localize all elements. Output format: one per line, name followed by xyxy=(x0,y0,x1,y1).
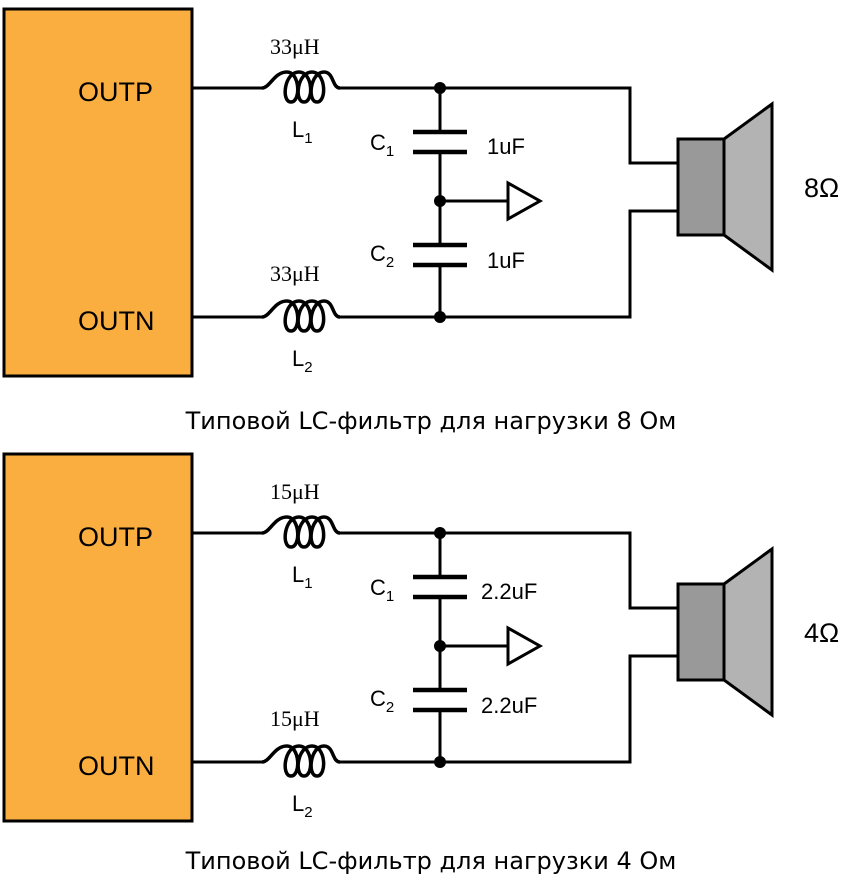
speaker-icon xyxy=(676,546,774,718)
l1-label: L1 xyxy=(292,117,313,147)
load-label: 8Ω xyxy=(804,173,839,203)
reference-triangle-icon xyxy=(506,625,544,667)
l2-value: 33μH xyxy=(270,261,320,286)
c2-value: 2.2uF xyxy=(481,693,537,718)
capacitor-c2 xyxy=(413,687,467,713)
l1-value: 33μH xyxy=(270,34,320,59)
speaker-icon xyxy=(676,101,774,273)
c2-label: C2 xyxy=(370,241,394,271)
inductor-l2 xyxy=(261,299,341,333)
c2-value: 1uF xyxy=(487,248,525,273)
capacitor-c2 xyxy=(413,242,467,268)
reference-triangle-icon xyxy=(506,180,544,222)
c1-label: C1 xyxy=(370,130,394,160)
c2-label: C2 xyxy=(370,686,394,716)
circuit-4-ohm: OUTP OUTN 15μH L1 15μH L2 xyxy=(2,452,839,875)
outn-label: OUTN xyxy=(78,306,155,336)
junction-dot xyxy=(434,527,446,539)
l2-label: L2 xyxy=(292,346,313,376)
inductor-l1 xyxy=(261,70,341,104)
outp-label: OUTP xyxy=(78,522,153,552)
outp-label: OUTP xyxy=(78,77,153,107)
junction-dot xyxy=(434,311,446,323)
junction-dot xyxy=(434,195,446,207)
capacitor-c1 xyxy=(413,129,467,155)
c1-label: C1 xyxy=(370,575,394,605)
l2-value: 15μH xyxy=(270,706,320,731)
l1-value: 15μH xyxy=(270,479,320,504)
l1-label: L1 xyxy=(292,562,313,592)
amplifier-block xyxy=(2,452,194,823)
amplifier-block xyxy=(2,7,194,378)
junction-dot xyxy=(434,640,446,652)
junction-dot xyxy=(434,82,446,94)
caption: Типовой LC-фильтр для нагрузки 8 Ом xyxy=(185,407,677,435)
inductor-l1 xyxy=(261,515,341,549)
inductor-l2 xyxy=(261,744,341,778)
outn-label: OUTN xyxy=(78,751,155,781)
wires xyxy=(190,531,680,764)
caption: Типовой LC-фильтр для нагрузки 4 Ом xyxy=(185,847,677,875)
c1-value: 1uF xyxy=(487,134,525,159)
circuit-8-ohm: OUTP OUTN 33μH L1 33μH L2 xyxy=(2,7,839,435)
capacitor-c1 xyxy=(413,574,467,600)
junction-dot xyxy=(434,756,446,768)
load-label: 4Ω xyxy=(804,618,839,648)
c1-value: 2.2uF xyxy=(481,579,537,604)
l2-label: L2 xyxy=(292,791,313,821)
